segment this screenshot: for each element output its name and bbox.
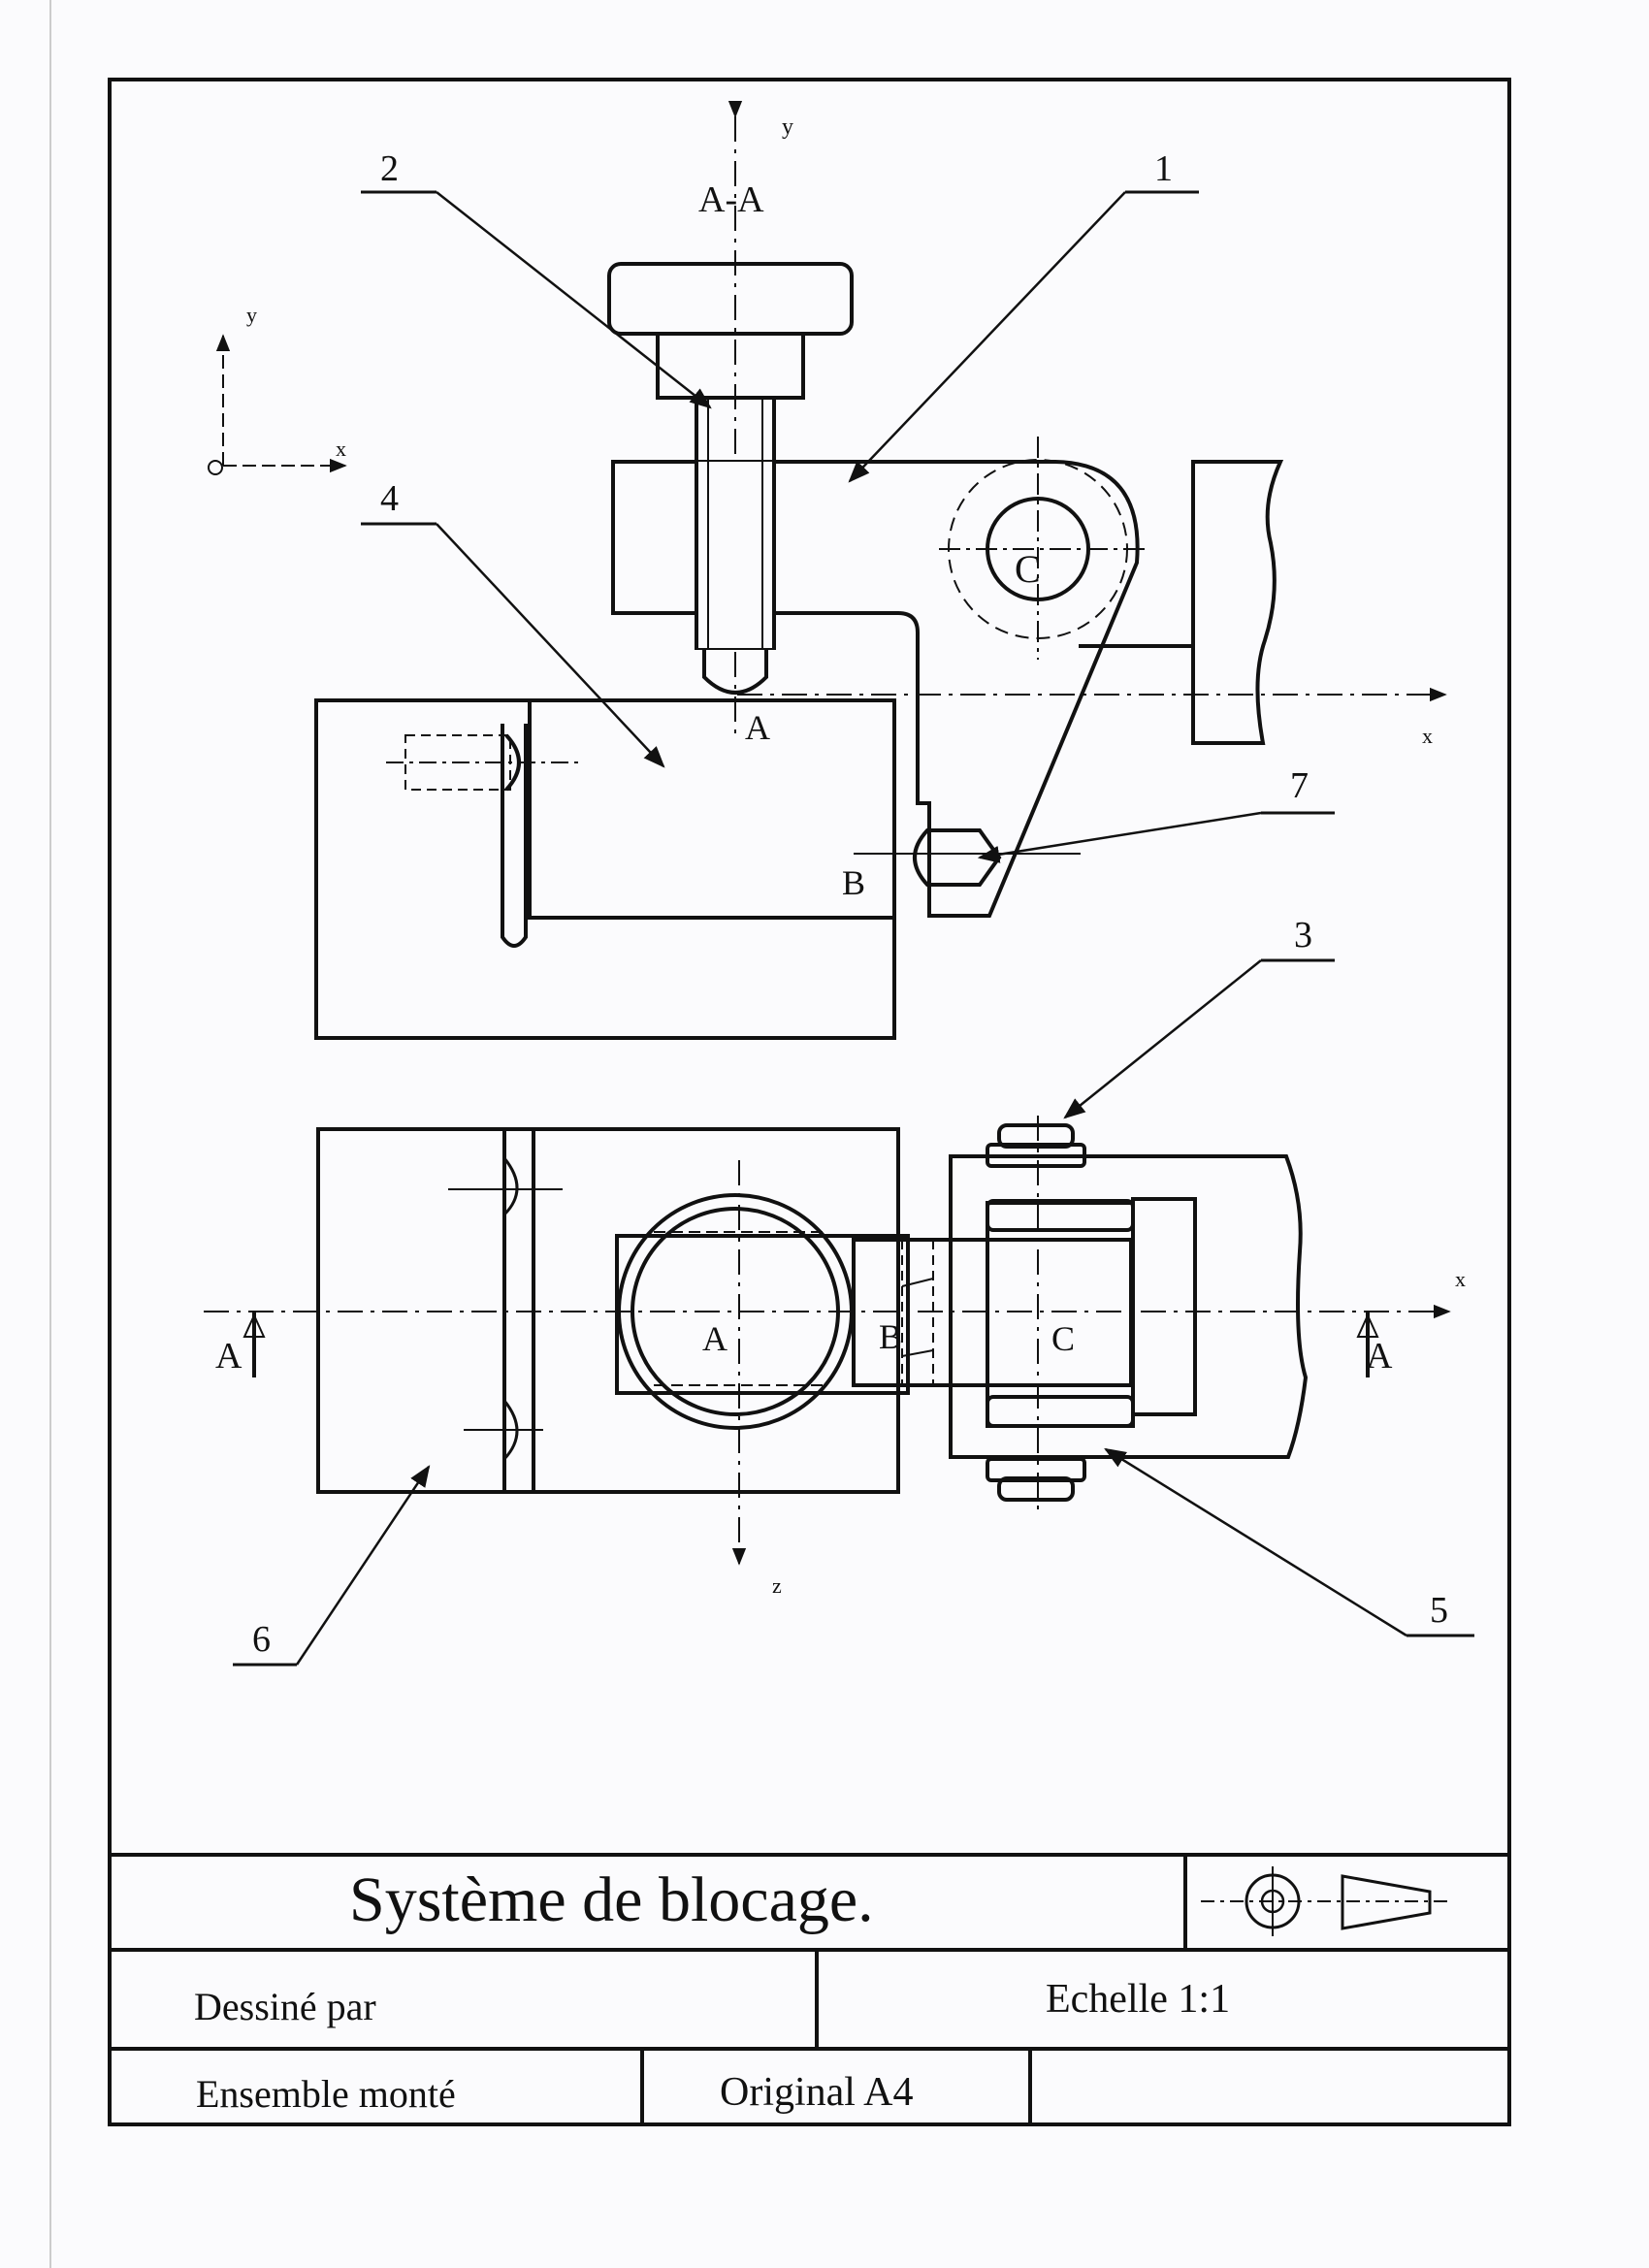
- title-block: Système de blocage. Dessiné par Echelle …: [110, 1853, 1509, 2124]
- part-number-7: 7: [1290, 765, 1309, 806]
- assembly-label: Ensemble monté: [196, 2072, 456, 2116]
- clamp-arm: [611, 396, 1140, 918]
- drawn-by-label: Dessiné par: [194, 1985, 376, 2028]
- base-block: [314, 698, 896, 1040]
- drawing-frame: [108, 78, 1511, 2126]
- part-number-1: 1: [1154, 148, 1173, 189]
- format-label: Original A4: [720, 2070, 913, 2115]
- part-number-6: 6: [252, 1619, 271, 1660]
- section-point-b: B: [842, 863, 865, 902]
- top-axis-z: z: [772, 1573, 782, 1598]
- top-view: x z A B C A A: [204, 1116, 1466, 1598]
- workpiece: [528, 698, 896, 920]
- top-pin: [986, 1201, 1135, 1428]
- knurled-knob: [607, 262, 854, 336]
- scale-label: Echelle 1:1: [1046, 1977, 1230, 2022]
- part-leaders: 2 1 4 7 3 5 6: [233, 148, 1474, 1667]
- reference-axis-y: y: [246, 303, 257, 327]
- top-axis-x: x: [1455, 1267, 1466, 1291]
- part-number-3: 3: [1294, 915, 1312, 956]
- reference-axis-x: x: [336, 437, 346, 461]
- top-point-b: B: [879, 1317, 902, 1356]
- section-point-a: A: [745, 708, 770, 747]
- drawing-title: Système de blocage.: [349, 1864, 874, 1935]
- top-point-a: A: [702, 1319, 728, 1358]
- section-mark-right: A: [1366, 1336, 1393, 1377]
- section-axis-y: y: [782, 114, 793, 140]
- section-mark-left: A: [215, 1336, 242, 1377]
- part-number-4: 4: [380, 478, 399, 519]
- section-view: y A-A C x A: [314, 100, 1447, 1040]
- support-frame: [1191, 460, 1284, 745]
- top-support: [949, 1154, 1309, 1459]
- projection-symbol-icon: [1201, 1866, 1451, 1936]
- section-label: A-A: [698, 179, 764, 220]
- section-axis-x: x: [1422, 724, 1433, 748]
- part-number-2: 2: [380, 148, 399, 189]
- section-point-c: C: [1015, 547, 1041, 591]
- top-point-c: C: [1051, 1319, 1075, 1358]
- contact-pin: [913, 828, 1002, 887]
- part-number-5: 5: [1430, 1590, 1448, 1631]
- reference-axes: y x: [208, 303, 347, 475]
